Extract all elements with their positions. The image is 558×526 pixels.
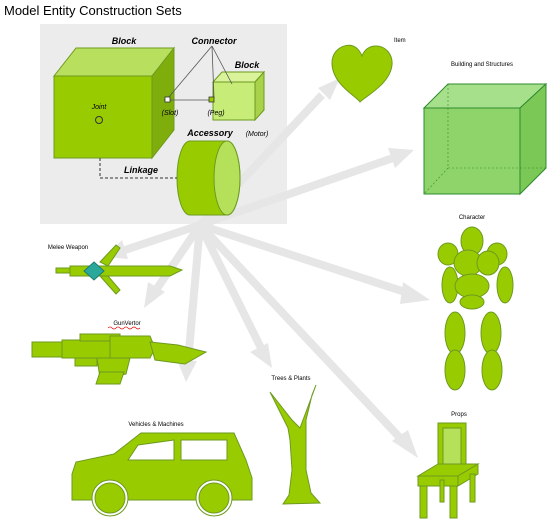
- label-accessory: Accessory: [186, 128, 234, 138]
- label-joint: Joint: [91, 104, 108, 111]
- joint-marker: [95, 116, 103, 124]
- diagram-title: Model Entity Construction Sets: [4, 3, 182, 18]
- label-trees: Trees & Plants: [271, 376, 310, 382]
- arrow-to-building: [198, 148, 414, 229]
- item-heart-icon: [331, 44, 393, 103]
- label-gunvector: GunVertor: [113, 321, 140, 327]
- melee-weapon-shape: [55, 244, 184, 295]
- arrow-to-vehicles: [177, 224, 204, 382]
- arrows: [105, 78, 430, 458]
- vehicle-wheel-front: [94, 482, 126, 514]
- vehicle-car-shape: [71, 432, 253, 517]
- peg-marker: [208, 96, 215, 103]
- props-chair-shape: [416, 422, 480, 519]
- small-block-cube: [211, 70, 266, 122]
- building-cube: [422, 82, 548, 196]
- label-block-big: Block: [112, 36, 138, 46]
- character-figure: [437, 226, 514, 391]
- label-motor: (Motor): [246, 131, 269, 138]
- label-melee: Melee Weapon: [48, 245, 88, 251]
- arrow-to-props: [197, 222, 418, 458]
- arrow-to-gun: [144, 222, 204, 308]
- label-block-small: Block: [235, 60, 261, 70]
- gun-shape: [31, 333, 208, 385]
- vehicle-window-front: [127, 439, 175, 461]
- label-slot: (Slot): [162, 110, 179, 117]
- big-block-cube: [52, 46, 176, 160]
- label-peg: (Peg): [207, 110, 224, 117]
- tree-plant-shape: [269, 384, 322, 505]
- label-connector: Connector: [192, 36, 237, 46]
- connector-lines: [164, 45, 233, 101]
- arrow-to-trees: [196, 223, 272, 368]
- linkage-line: [99, 158, 177, 179]
- accessory-motor-cylinder: [176, 140, 241, 216]
- vehicle-window-rear: [180, 439, 228, 461]
- label-building: Building and Structures: [451, 62, 513, 68]
- spellcheck-squiggle: [107, 326, 141, 330]
- label-vehicles: Vehicles & Machines: [128, 422, 183, 428]
- slot-marker: [164, 96, 171, 103]
- label-props: Props: [451, 412, 467, 418]
- label-item: Item: [394, 38, 406, 44]
- vehicle-wheel-rear: [198, 482, 230, 514]
- label-character: Character: [459, 215, 485, 221]
- arrow-to-character: [198, 221, 430, 304]
- label-linkage: Linkage: [124, 165, 158, 175]
